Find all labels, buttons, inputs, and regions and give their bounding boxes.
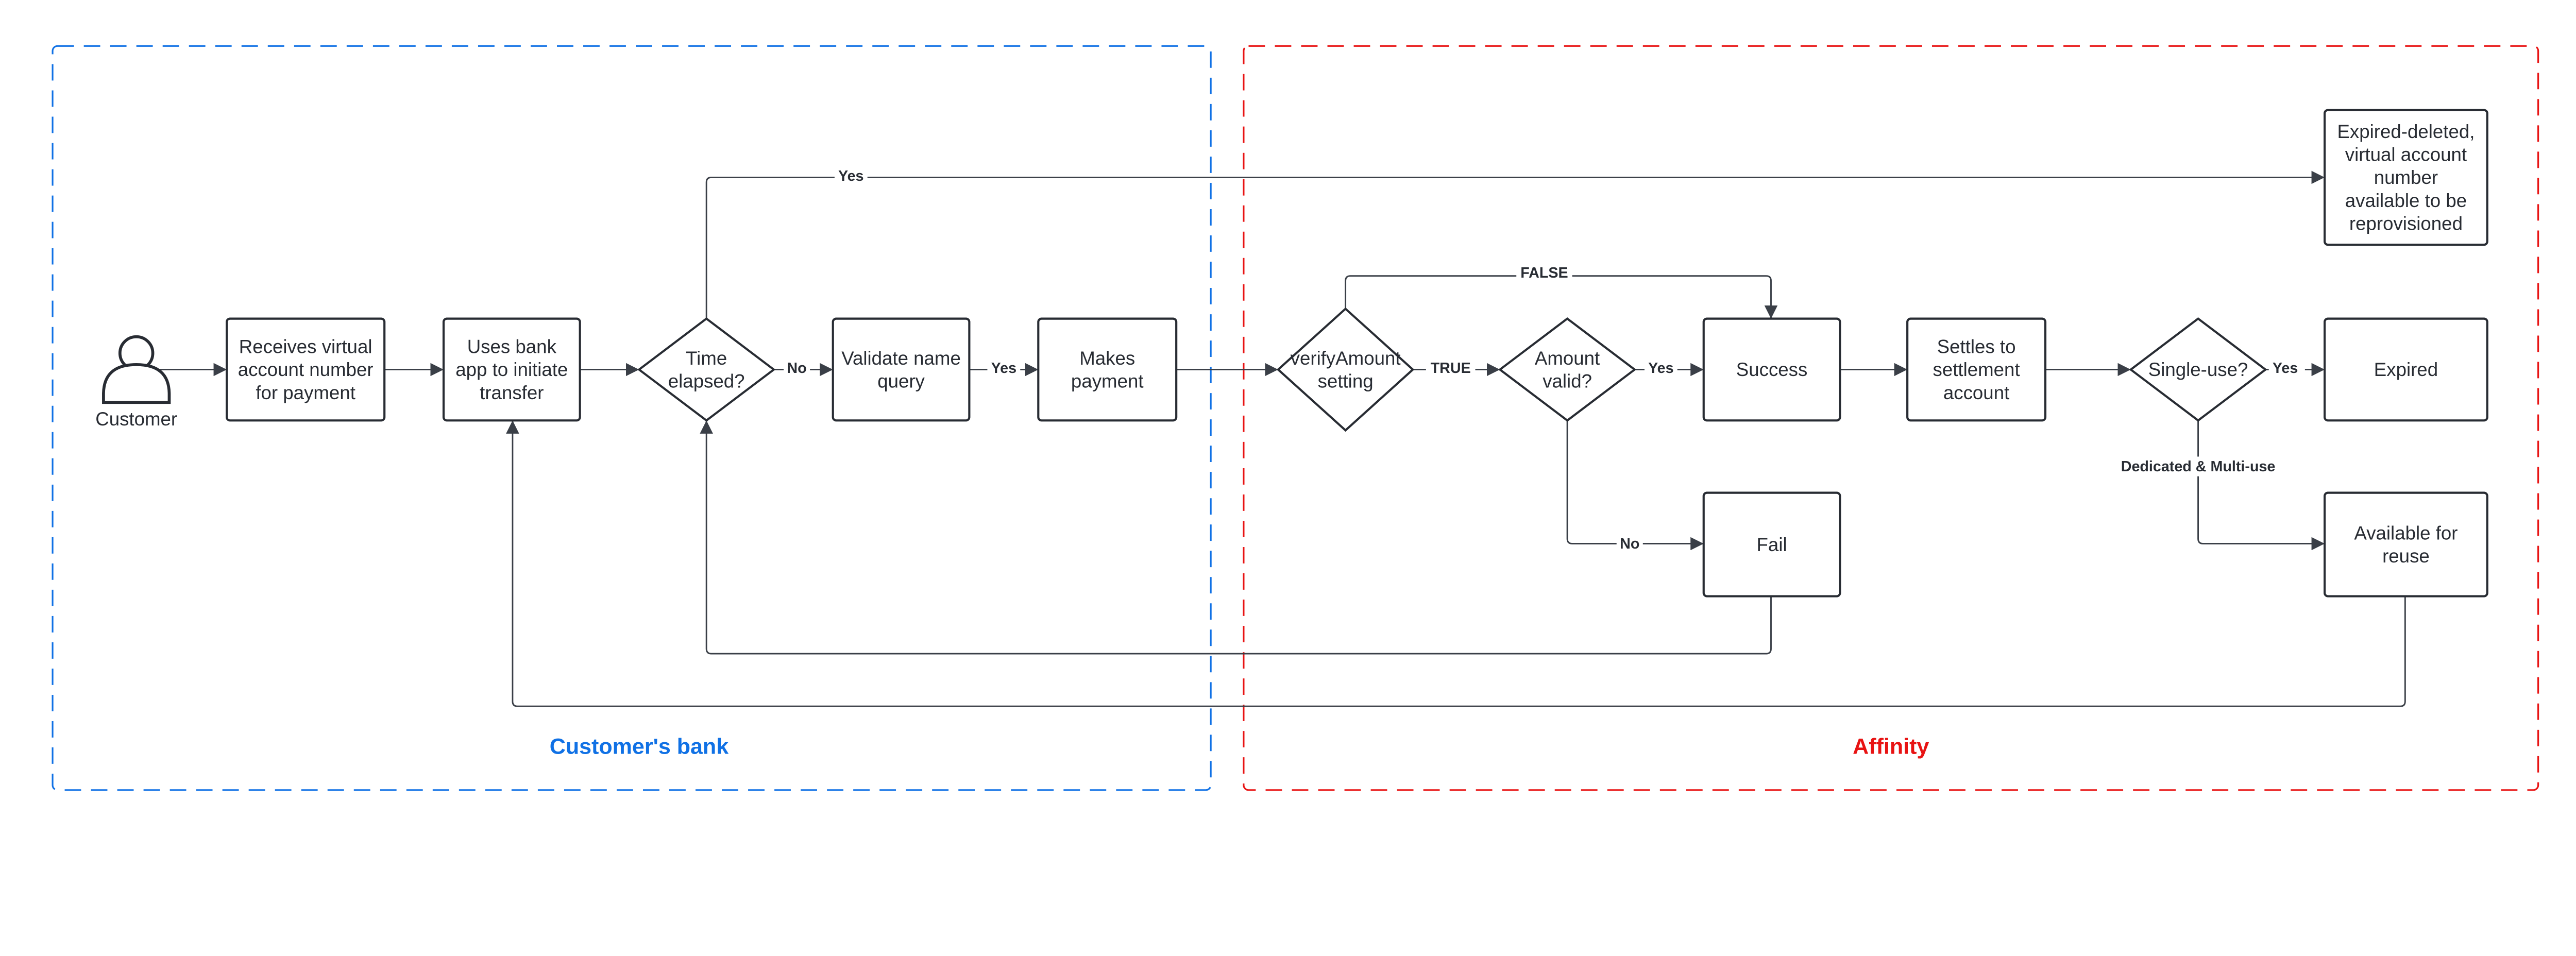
node-text-line: settlement xyxy=(1933,359,2020,380)
node-text-line: Makes xyxy=(1079,348,1135,369)
node-text-line: verifyAmount xyxy=(1291,348,1401,369)
node-success: Success xyxy=(1702,317,1841,422)
node-text-line: payment xyxy=(1071,371,1144,392)
node-text-line: setting xyxy=(1318,371,1374,392)
node-fail: Fail xyxy=(1702,491,1841,598)
process-box xyxy=(832,317,971,422)
node-text-line: Expired-deleted, xyxy=(2337,121,2475,142)
edges xyxy=(158,170,2406,707)
process-box xyxy=(2324,491,2488,598)
decision-diamond xyxy=(1498,317,1637,422)
node-text-line: available to be xyxy=(2345,190,2467,211)
process-box xyxy=(1906,317,2047,422)
node-expired: Expired xyxy=(2324,317,2488,422)
node-text-line: elapsed? xyxy=(668,371,745,392)
node-text-line: Uses bank xyxy=(467,336,557,357)
node-text-line: transfer xyxy=(480,382,544,403)
node-text-line: Available for xyxy=(2354,523,2458,544)
edge-label-time-no: No xyxy=(787,360,806,377)
customer-actor: Customer xyxy=(95,335,177,430)
node-text-line: Fail xyxy=(1757,534,1787,555)
node-text-line: Single-use? xyxy=(2148,359,2248,380)
process-box xyxy=(442,317,581,422)
edge-label-amount-yes: Yes xyxy=(1648,360,1673,377)
edge-available-uses xyxy=(506,420,2406,707)
node-expired-deleted: Expired-deleted,virtual accountnumberava… xyxy=(2324,109,2488,246)
node-text-line: number xyxy=(2374,167,2438,188)
decision-diamond xyxy=(637,317,776,422)
process-box xyxy=(2324,317,2488,422)
node-text-line: for payment xyxy=(256,382,355,403)
flowchart: Customer's bank Affinity Yes No Yes TRUE… xyxy=(52,45,2539,791)
edge-amount-no xyxy=(1566,420,1704,551)
edge-label-validate-yes: Yes xyxy=(991,360,1016,377)
edge-fail-time xyxy=(700,420,1772,655)
affinity-label: Affinity xyxy=(1853,735,1929,759)
node-text-line: Amount xyxy=(1535,348,1600,369)
node-text-line: account number xyxy=(238,359,374,380)
node-text-line: app to initiate xyxy=(455,359,568,380)
process-box xyxy=(225,317,386,422)
edge-label-dedicated: Dedicated & Multi-use xyxy=(2121,458,2276,475)
process-box xyxy=(1702,491,1841,598)
edge-label-time-yes: Yes xyxy=(838,168,863,184)
edge-time-yes xyxy=(705,170,2325,319)
node-text-line: Expired xyxy=(2374,359,2438,380)
node-text-line: Receives virtual xyxy=(239,336,372,357)
node-text-line: Time xyxy=(686,348,727,369)
edge-single-dedicated xyxy=(2197,420,2325,551)
node-text-line: Success xyxy=(1736,359,1808,380)
node-text-line: query xyxy=(877,371,925,392)
customer-label: Customer xyxy=(95,408,177,430)
affinity-zone xyxy=(1243,45,2539,791)
node-text-line: reuse xyxy=(2382,545,2430,567)
node-text-line: Settles to xyxy=(1937,336,2016,357)
edge-label-amount-no: No xyxy=(1620,536,1639,552)
node-text-line: virtual account xyxy=(2345,144,2467,165)
node-text-line: Validate name xyxy=(841,348,961,369)
edge-verify-false xyxy=(1345,275,1778,319)
decision-diamond xyxy=(2129,317,2267,422)
edge-label-single-yes: Yes xyxy=(2273,360,2298,377)
node-text-line: reprovisioned xyxy=(2349,213,2463,234)
edge-labels: Yes No Yes TRUE FALSE Yes No Yes Dedicat… xyxy=(784,166,2305,552)
decision-diamond xyxy=(1276,307,1415,432)
customer-bank-label: Customer's bank xyxy=(550,735,728,759)
edge-label-verify-true: TRUE xyxy=(1431,360,1471,377)
process-box xyxy=(1702,317,1841,422)
node-text-line: valid? xyxy=(1543,371,1592,392)
process-box xyxy=(2324,109,2488,246)
node-text-line: account xyxy=(1943,382,2009,403)
customer-bank-zone xyxy=(52,45,1212,791)
person-icon xyxy=(102,335,171,404)
node-single-use: Single-use? xyxy=(2129,317,2267,422)
process-box xyxy=(1037,317,1178,422)
edge-label-verify-false: FALSE xyxy=(1520,265,1568,281)
